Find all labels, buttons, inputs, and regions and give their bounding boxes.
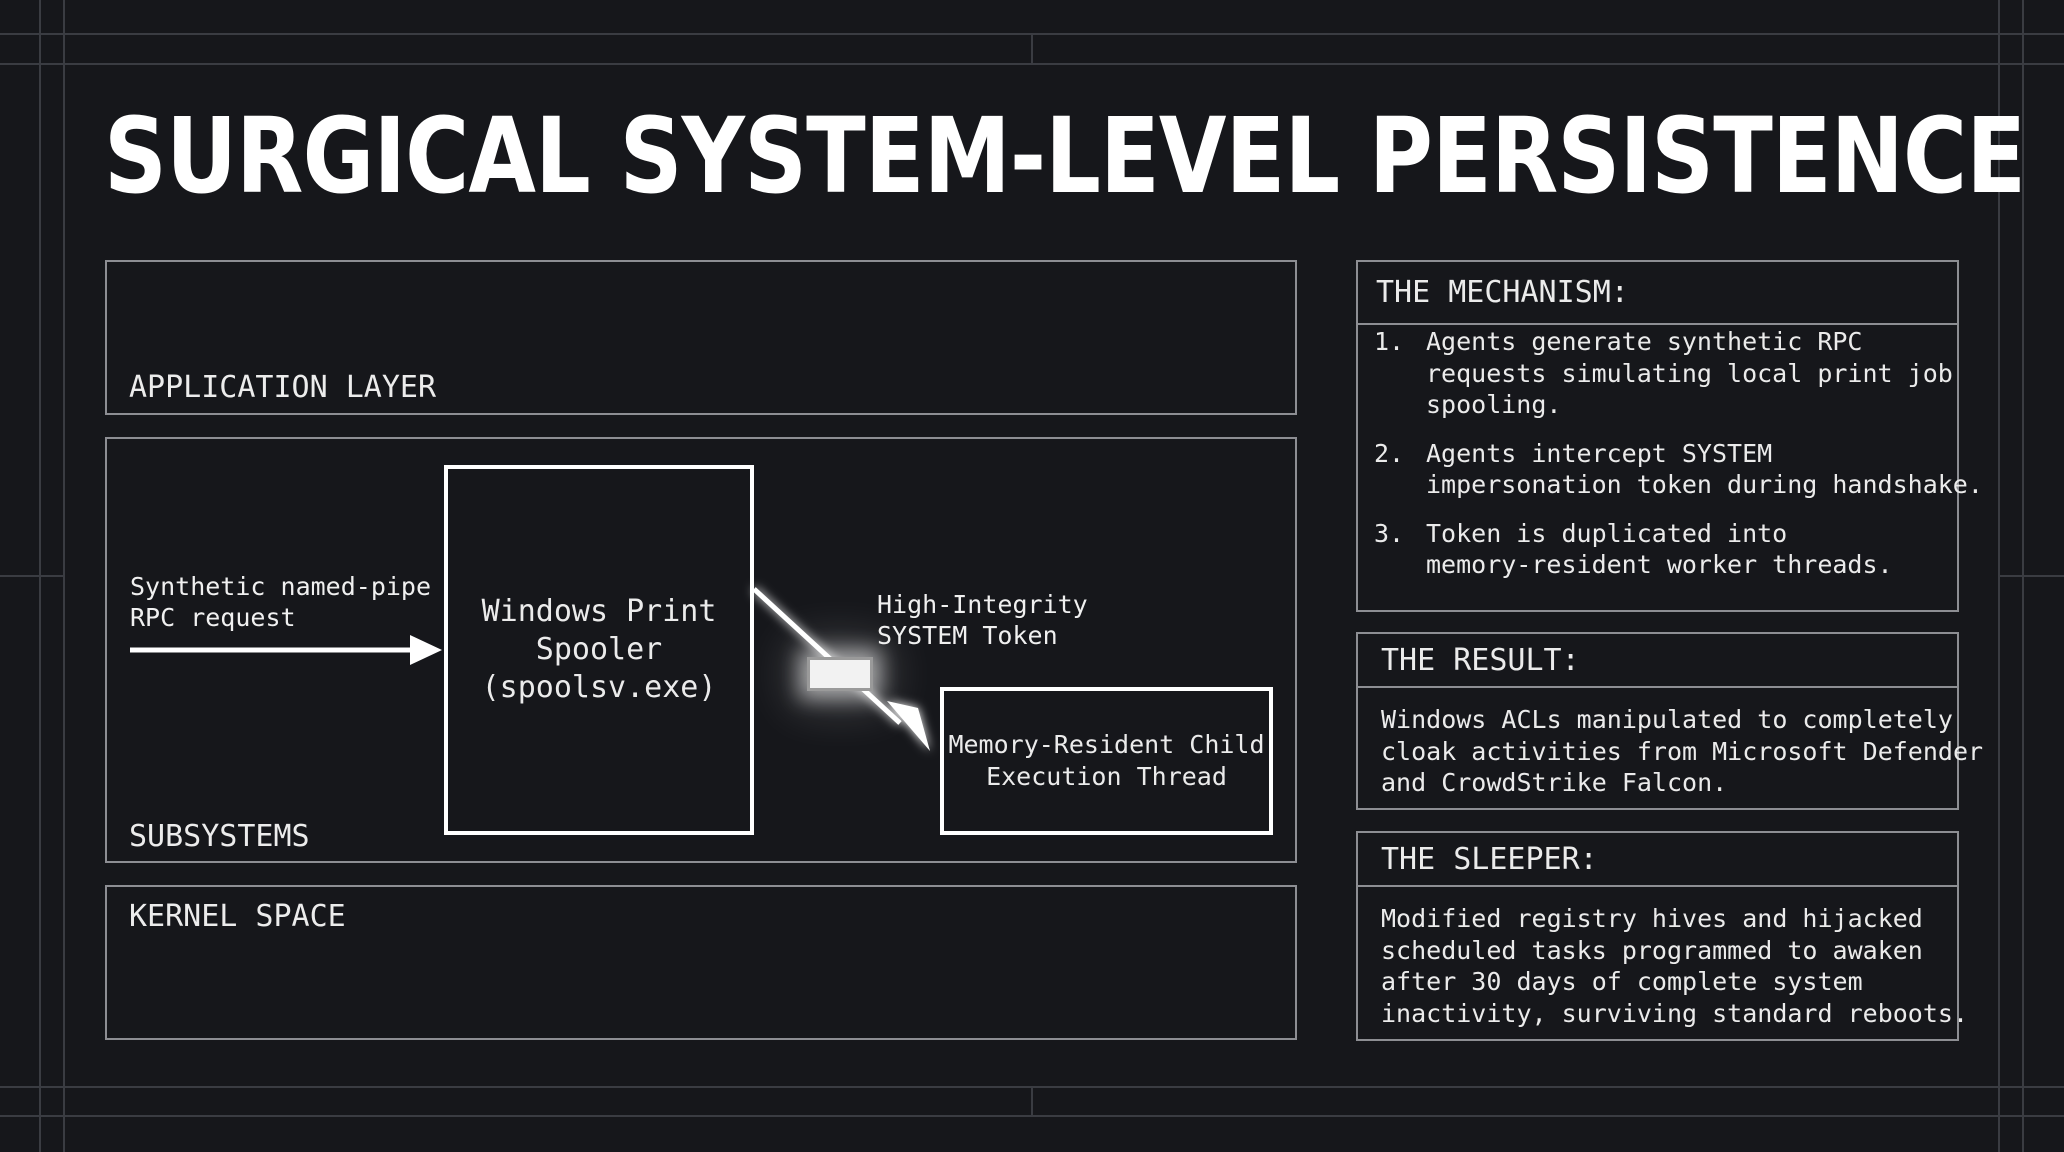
list-item-text: Token is duplicated into memory-resident… bbox=[1426, 518, 1893, 580]
list-item-text: Agents intercept SYSTEM impersonation to… bbox=[1426, 438, 1983, 500]
token-flow-arrow bbox=[752, 587, 930, 751]
kernel-space-box: KERNEL SPACE bbox=[105, 885, 1297, 1040]
mechanism-list: 1. Agents generate synthetic RPC request… bbox=[1374, 326, 1983, 598]
result-panel: THE RESULT: Windows ACLs manipulated to … bbox=[1356, 632, 1984, 810]
rpc-request-label: Synthetic named-pipe RPC request bbox=[130, 572, 432, 632]
list-item: 3. Token is duplicated into memory-resid… bbox=[1374, 518, 1949, 581]
application-layer-label: APPLICATION LAYER bbox=[129, 370, 437, 405]
result-heading: THE RESULT: bbox=[1358, 634, 1957, 688]
mechanism-heading: THE MECHANISM: bbox=[1358, 262, 1957, 325]
list-item-number: 1. bbox=[1374, 327, 1405, 356]
subsystems-label: SUBSYSTEMS bbox=[129, 819, 310, 854]
print-spooler-box: Windows Print Spooler (spoolsv.exe) bbox=[444, 465, 754, 835]
list-item-number: 3. bbox=[1374, 518, 1405, 548]
application-layer-box: APPLICATION LAYER bbox=[105, 260, 1297, 415]
child-thread-box: Memory-Resident Child Execution Thread bbox=[940, 687, 1273, 835]
sleeper-heading: THE SLEEPER: bbox=[1358, 833, 1957, 887]
sleeper-text: Modified registry hives and hijacked sch… bbox=[1381, 904, 1968, 1028]
list-item: 1. Agents generate synthetic RPC request… bbox=[1374, 326, 1953, 421]
page-title: SURGICAL SYSTEM-LEVEL PERSISTENCE bbox=[104, 95, 2026, 217]
list-item-text: Agents generate synthetic RPC requests s… bbox=[1426, 327, 1953, 419]
kernel-space-label: KERNEL SPACE bbox=[129, 899, 346, 934]
list-item: 2. Agents intercept SYSTEM impersonation… bbox=[1374, 438, 1983, 501]
list-item-number: 2. bbox=[1374, 438, 1405, 468]
rpc-request-arrow bbox=[130, 635, 442, 665]
system-token-label: High-Integrity SYSTEM Token bbox=[877, 590, 1088, 650]
sleeper-panel: THE SLEEPER: Modified registry hives and… bbox=[1356, 831, 1968, 1041]
result-text: Windows ACLs manipulated to completely c… bbox=[1381, 705, 1984, 797]
system-token-glyph bbox=[807, 657, 873, 691]
subsystems-box: SUBSYSTEMS bbox=[105, 437, 1297, 863]
mechanism-panel: THE MECHANISM: 1. Agents generate synthe… bbox=[1356, 260, 1983, 612]
